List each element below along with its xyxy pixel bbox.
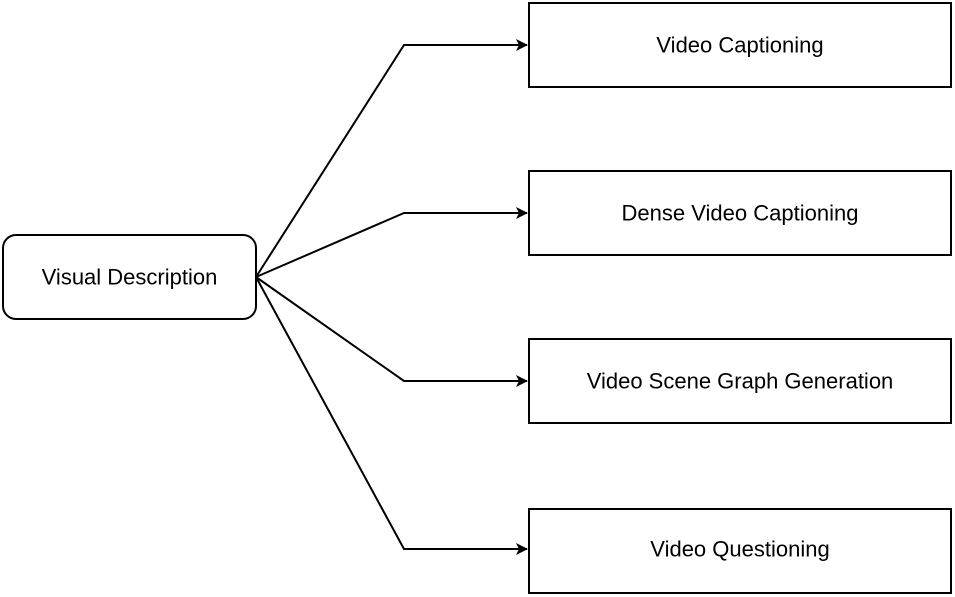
child-node: Video Captioning xyxy=(528,2,952,88)
child-node-box xyxy=(528,170,952,256)
root-node-label: Visual Description xyxy=(42,265,218,290)
child-node-label: Dense Video Captioning xyxy=(622,201,859,226)
root-node-box xyxy=(2,234,257,320)
child-node-label: Video Scene Graph Generation xyxy=(587,369,894,394)
child-node: Dense Video Captioning xyxy=(528,170,952,256)
connector-dense-video-captioning xyxy=(255,207,528,278)
child-node-box xyxy=(528,2,952,88)
connector-video-scene-graph-generation xyxy=(255,276,528,387)
child-node-box xyxy=(528,508,952,594)
connectors xyxy=(255,39,528,555)
child-node-label: Video Questioning xyxy=(650,537,829,562)
connector-video-questioning xyxy=(255,276,528,555)
child-node-box xyxy=(528,338,952,424)
child-node-label: Video Captioning xyxy=(656,33,823,58)
connector-video-captioning xyxy=(255,39,528,278)
root-node: Visual Description xyxy=(2,234,257,320)
child-node: Video Questioning xyxy=(528,508,952,594)
child-node: Video Scene Graph Generation xyxy=(528,338,952,424)
